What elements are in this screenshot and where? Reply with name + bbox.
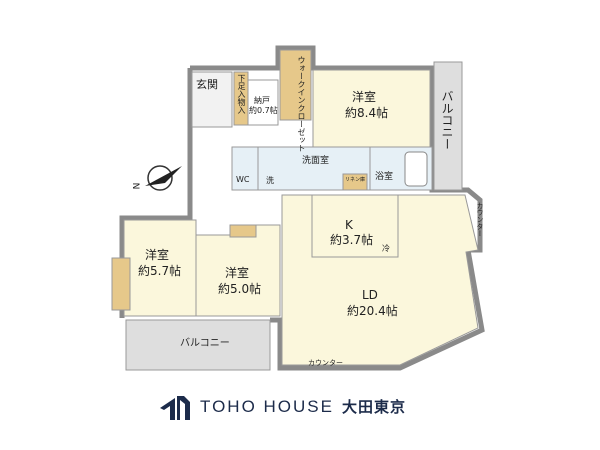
- balcony-bottom: [125, 319, 271, 371]
- counter-right-label: カウンター: [476, 202, 484, 237]
- western-room-1-size: 約8.4帖: [345, 106, 389, 120]
- compass-north-label: N: [132, 182, 143, 190]
- walkin-closet: [279, 49, 312, 121]
- kitchen-size: 約3.7帖: [330, 233, 374, 247]
- washer-label: 洗: [266, 176, 274, 185]
- bathtub: [404, 151, 428, 187]
- western-room-1: [312, 69, 431, 148]
- closet-room-2: [111, 257, 131, 311]
- storage-room: [247, 79, 279, 126]
- linen-label: リネン庫: [344, 177, 365, 183]
- ld-size: 約20.4帖: [347, 304, 398, 318]
- fridge-label: 冷: [382, 244, 390, 253]
- logo-name: TOHO HOUSE: [200, 396, 334, 416]
- logo: TOHO HOUSE 大田東京: [200, 396, 406, 417]
- storage-size-label: 約0.7帖: [249, 106, 278, 115]
- bathroom-label: 浴室: [375, 172, 394, 182]
- balcony-right-label: バルコニー: [440, 90, 454, 150]
- counter-bottom-label: カウンター: [308, 359, 343, 367]
- ld-name: LD: [362, 288, 378, 302]
- compass-icon: [145, 165, 182, 191]
- linen-closet: [342, 173, 368, 191]
- wc-label: WC: [236, 175, 250, 184]
- balcony-right: [433, 61, 463, 191]
- genkan-area: [191, 71, 233, 128]
- logo-mark: [160, 396, 190, 420]
- logo-branch: 大田東京: [341, 398, 406, 416]
- western-room-3-name: 洋室: [225, 266, 250, 280]
- western-room-2-name: 洋室: [145, 248, 170, 262]
- storage-name-label: 納戸: [254, 96, 270, 105]
- walkin-closet-label: ウォークインクローゼット: [297, 56, 306, 152]
- balcony-bottom-label: バルコニー: [180, 338, 230, 349]
- kitchen-name: K: [345, 218, 353, 232]
- washroom-label: 洗面室: [302, 156, 330, 166]
- western-room-1-name: 洋室: [352, 90, 377, 104]
- shoe-storage-label: 下足入物入: [237, 74, 246, 114]
- genkan-label: 玄関: [196, 78, 218, 91]
- western-room-3-size: 約5.0帖: [218, 282, 262, 296]
- western-room-2-size: 約5.7帖: [138, 264, 182, 278]
- kitchen: [311, 194, 399, 258]
- closet-room-3: [229, 224, 257, 238]
